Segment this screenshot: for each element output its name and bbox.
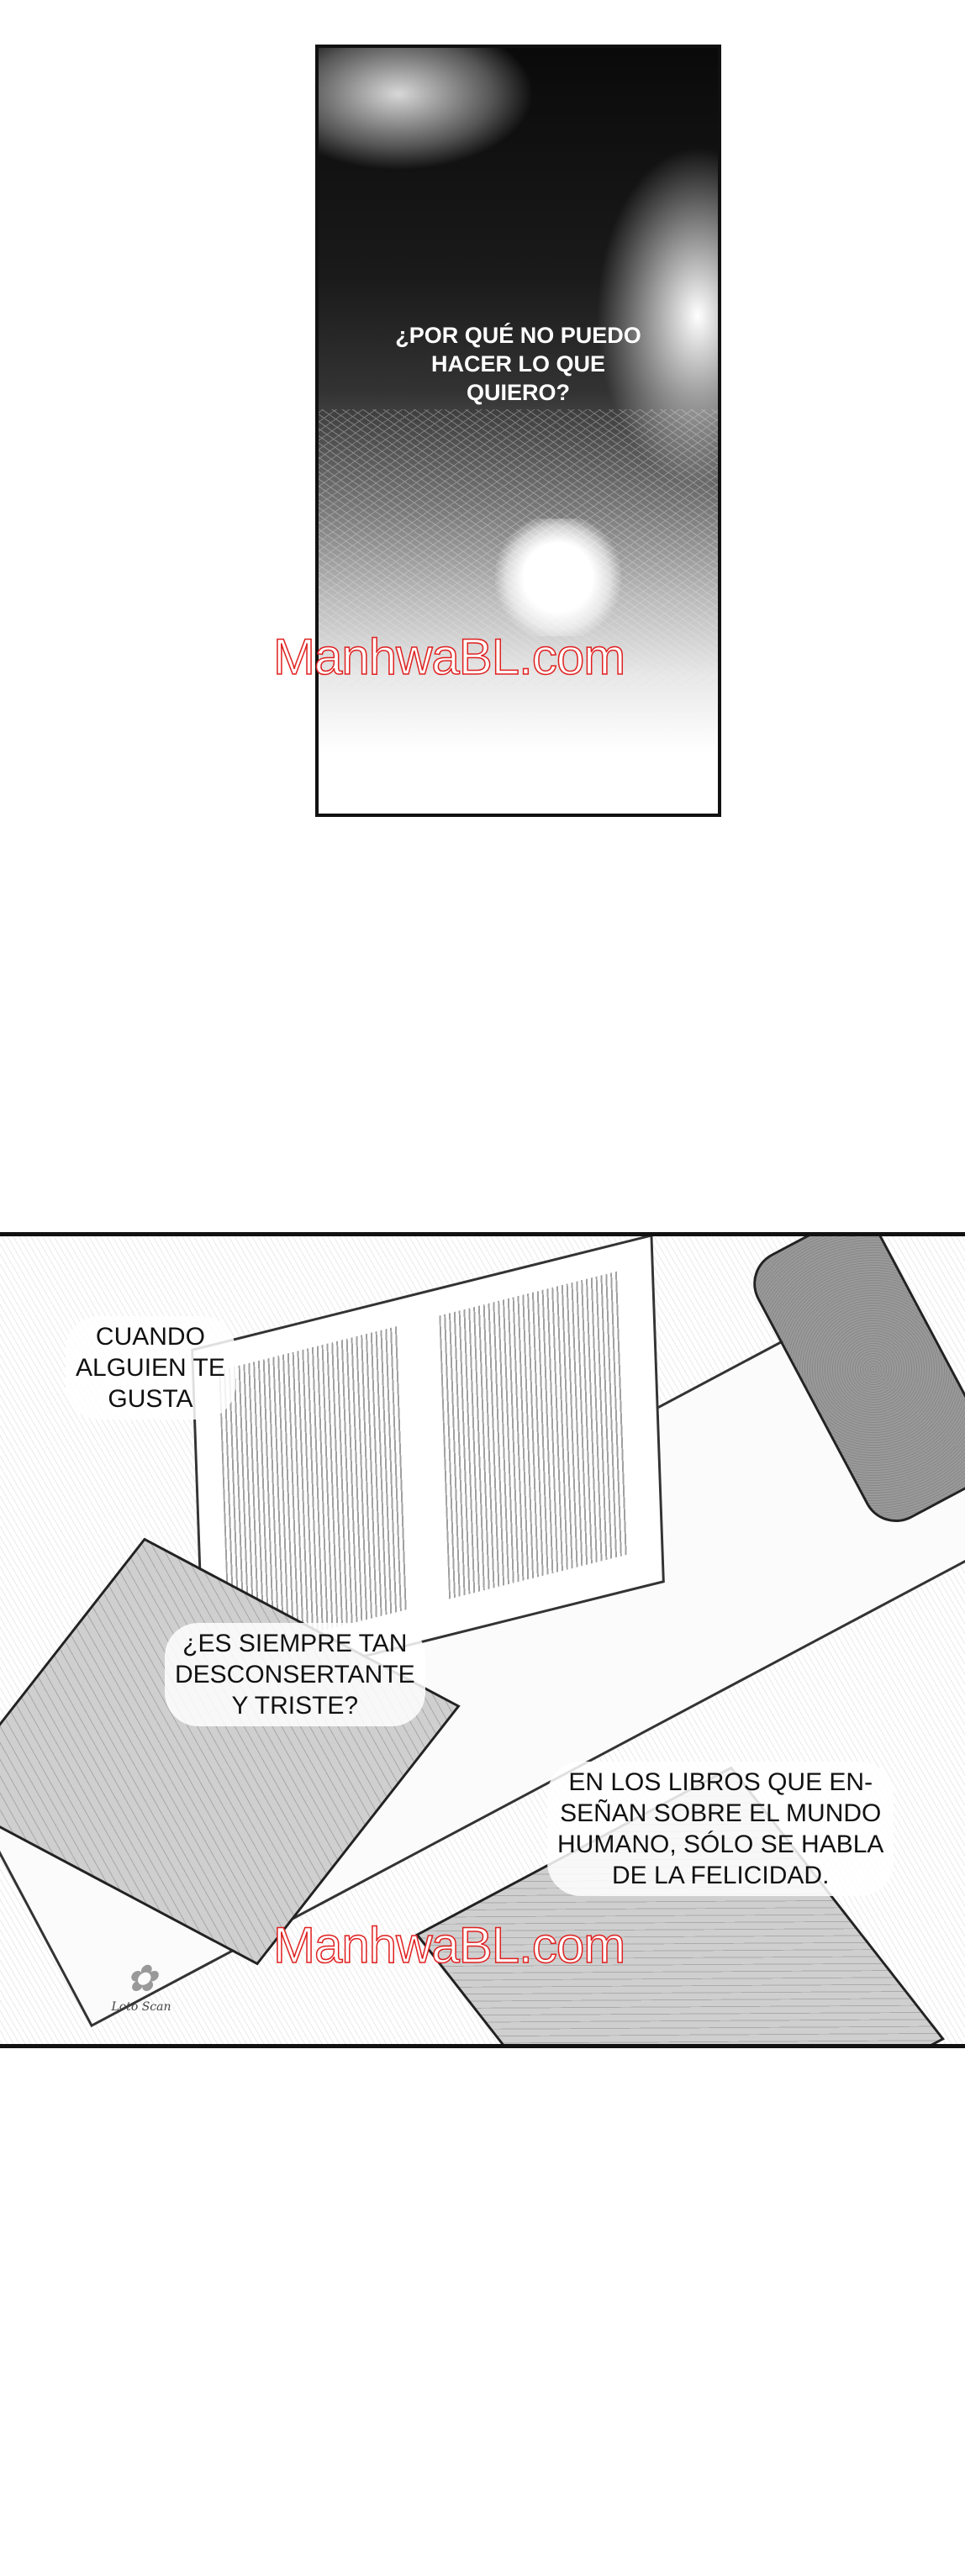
lotus-icon: ✿ — [125, 1957, 157, 2000]
caption-always-sad: ¿ES SIEMPRE TAN DESCONSERTANTE Y TRISTE? — [165, 1623, 425, 1726]
watermark: ManhwaBL.com — [272, 1916, 626, 1974]
watermark: ManhwaBL.com — [272, 628, 626, 686]
light-splash — [495, 519, 621, 636]
caption-when-someone: CUANDO ALGUIEN TE GUSTA — [66, 1316, 235, 1420]
caption-why-cant-i: ¿POR QUÉ NO PUEDO HACER LO QUE QUIERO? — [395, 323, 641, 405]
comic-panel-books: CUANDO ALGUIEN TE GUSTA ¿ES SIEMPRE TAN … — [0, 1232, 965, 2048]
scanlator-logo: ✿ Loto Scan — [91, 1958, 192, 2034]
caption-books-happiness: EN LOS LIBROS QUE EN- SEÑAN SOBRE EL MUN… — [547, 1762, 894, 1896]
comic-panel-dark: ¿POR QUÉ NO PUEDO HACER LO QUE QUIERO? — [315, 45, 721, 817]
